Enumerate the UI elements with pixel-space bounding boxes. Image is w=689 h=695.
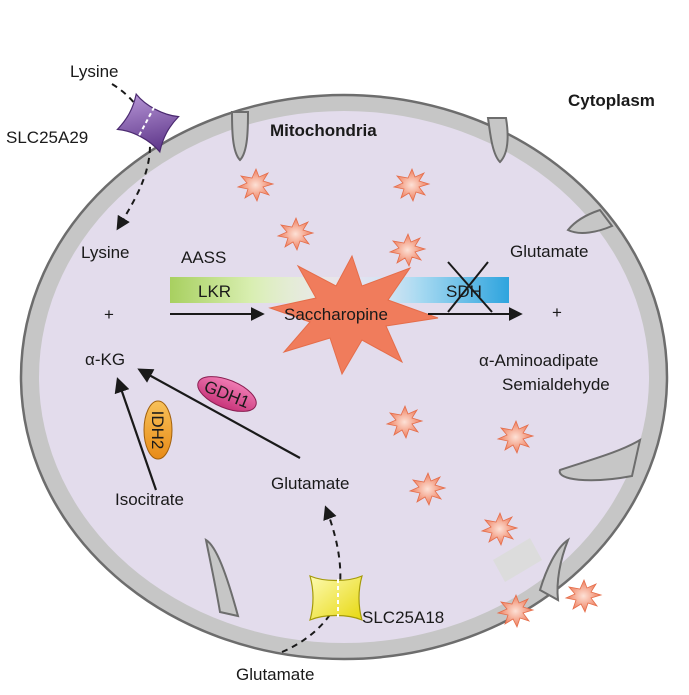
lysine-inside-label: Lysine [81, 243, 130, 262]
glutamate-outside-label: Glutamate [236, 665, 314, 684]
idh2-label: IDH2 [148, 411, 167, 450]
plus-left-label: + [104, 305, 114, 324]
saccharopine-label: Saccharopine [284, 305, 388, 324]
glutamate-to-akg-arrow [137, 368, 301, 459]
small-star-icon [480, 511, 519, 547]
glutamate-inner-label: Glutamate [271, 474, 349, 493]
transporter-slc25a29-icon [116, 92, 180, 154]
small-star-icon [496, 593, 535, 629]
aminoadipate-line1-label: α-Aminoadipate [479, 351, 598, 370]
small-star-icon [276, 216, 315, 252]
lkr-label: LKR [198, 282, 231, 301]
membrane-patch [493, 538, 542, 582]
lysine-outside-label: Lysine [70, 62, 119, 81]
isocitrate-label: Isocitrate [115, 490, 184, 509]
small-star-icon [236, 167, 275, 203]
akg-label: α-KG [85, 350, 125, 369]
mitochondria-label: Mitochondria [270, 121, 377, 140]
small-star-icon [408, 471, 447, 507]
small-star-icon [388, 232, 427, 268]
sdh-inhibition-cross-icon [447, 261, 493, 313]
idh2-enzyme: IDH2 [143, 400, 173, 460]
aass-label: AASS [181, 248, 226, 267]
slc25a18-label: SLC25A18 [362, 608, 444, 627]
transporter-slc25a18-icon [309, 574, 363, 622]
slc25a29-label: SLC25A29 [6, 128, 88, 147]
small-stars [236, 167, 603, 629]
mitochondrial-matrix [39, 111, 649, 643]
small-star-icon [385, 404, 424, 440]
isocitrate-to-akg-arrow [114, 377, 158, 491]
cytoplasm-label: Cytoplasm [568, 91, 655, 110]
saccharopine-star-icon [268, 254, 439, 376]
small-star-icon [564, 578, 603, 614]
lysine-import-dashed-arrow [111, 83, 152, 231]
small-star-icon [392, 167, 431, 203]
small-star-icon [496, 419, 535, 455]
plus-right-label: + [552, 303, 562, 322]
cristae [204, 111, 642, 618]
sdh-label: SDH [446, 282, 482, 301]
glutamate-right-label: Glutamate [510, 242, 588, 261]
aminoadipate-line2-label: Semialdehyde [502, 375, 610, 394]
